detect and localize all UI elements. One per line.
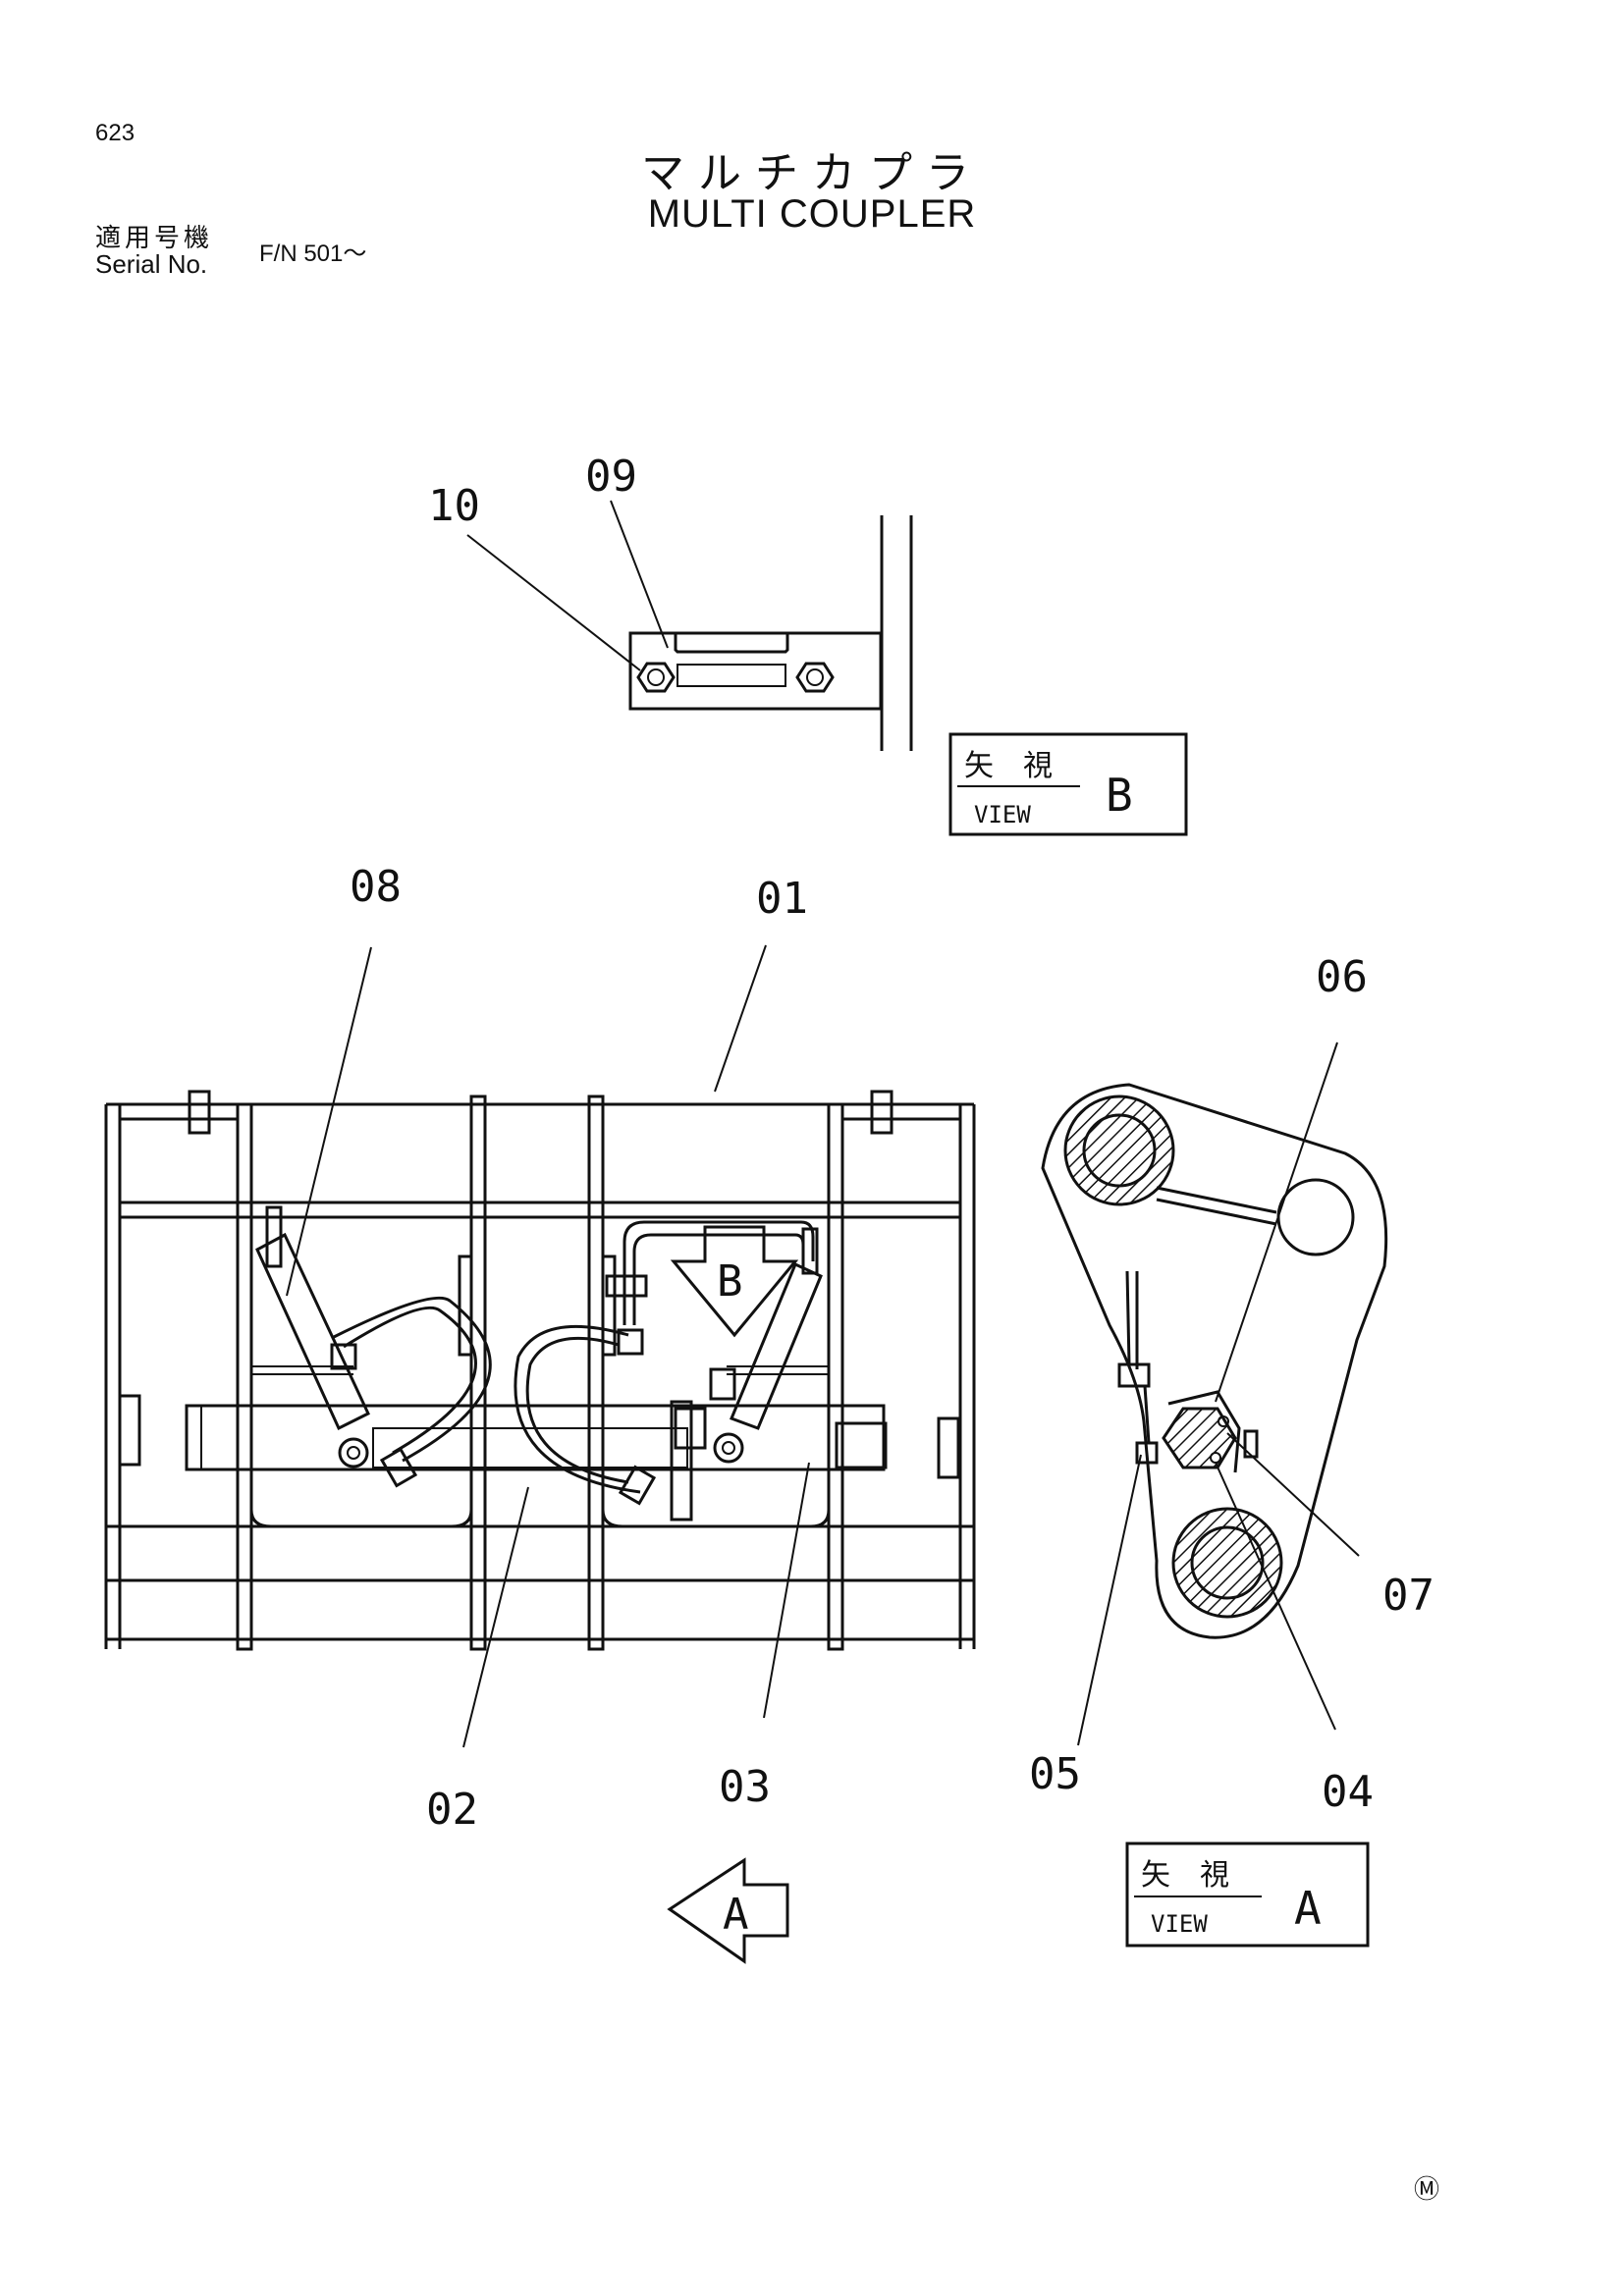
label-06: 06 bbox=[1316, 952, 1368, 1002]
hex-bolt-left bbox=[636, 662, 676, 693]
label-10: 10 bbox=[428, 481, 480, 531]
manufacturer-mark: Ⓜ bbox=[1414, 2174, 1440, 2204]
title-japanese: マルチカプラ bbox=[641, 148, 983, 198]
view-a-en: VIEW bbox=[1151, 1910, 1208, 1938]
page-number: 623 bbox=[95, 120, 135, 146]
title-english: MULTI COUPLER bbox=[647, 192, 977, 236]
view-b-jp: 矢 視 bbox=[964, 749, 1053, 783]
coupler-side-view bbox=[1041, 1083, 1388, 1639]
label-03: 03 bbox=[719, 1762, 771, 1812]
serial-value: F/N 501～ bbox=[259, 240, 367, 267]
view-b-box: 矢 視 VIEW B bbox=[948, 732, 1188, 836]
serial-label-english: Serial No. bbox=[95, 249, 208, 279]
view-b-letter: B bbox=[1106, 769, 1133, 822]
arrow-b-letter: B bbox=[717, 1256, 743, 1307]
label-09: 09 bbox=[585, 452, 637, 502]
label-07: 07 bbox=[1382, 1571, 1435, 1621]
hex-bolt-right bbox=[795, 662, 835, 693]
view-b-detail bbox=[628, 515, 913, 751]
arrow-a-letter: A bbox=[723, 1890, 749, 1940]
label-05: 05 bbox=[1029, 1749, 1081, 1799]
label-08: 08 bbox=[350, 862, 402, 912]
view-a-letter: A bbox=[1294, 1882, 1322, 1935]
label-02: 02 bbox=[426, 1785, 478, 1835]
coupler-front-view bbox=[104, 1090, 976, 1651]
view-a-jp: 矢 視 bbox=[1141, 1858, 1229, 1893]
label-04: 04 bbox=[1322, 1767, 1374, 1817]
serial-label-japanese: 適用号機 bbox=[95, 224, 214, 253]
arrow-a: A bbox=[667, 1857, 789, 1964]
arrow-b: B bbox=[670, 1225, 799, 1338]
label-01: 01 bbox=[756, 874, 808, 924]
view-b-en: VIEW bbox=[974, 801, 1031, 828]
view-a-box: 矢 視 VIEW A bbox=[1125, 1842, 1370, 1948]
